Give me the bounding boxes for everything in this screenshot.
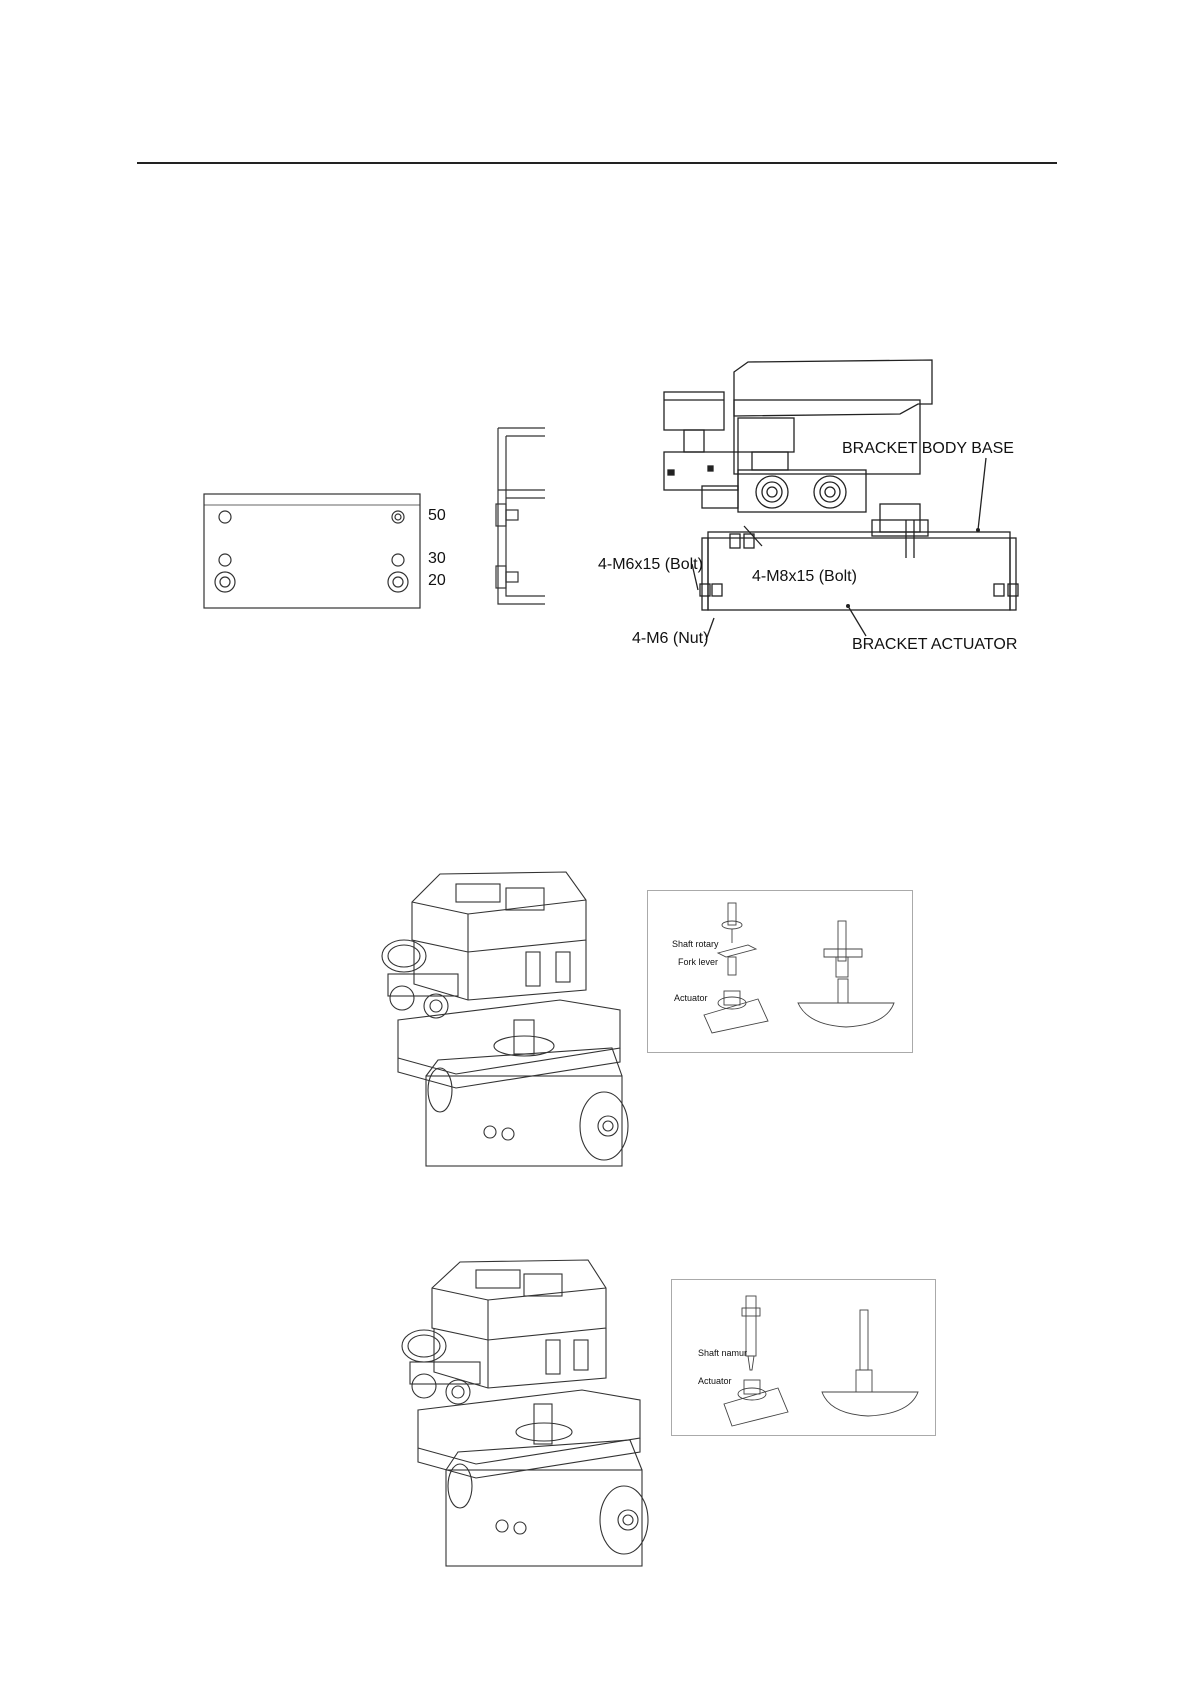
label-namur-actuator: Actuator: [698, 1376, 732, 1386]
label-shaft-namur: Shaft namur: [698, 1348, 747, 1358]
namur-shaft-inset: Shaft namur Actuator: [671, 1279, 936, 1436]
